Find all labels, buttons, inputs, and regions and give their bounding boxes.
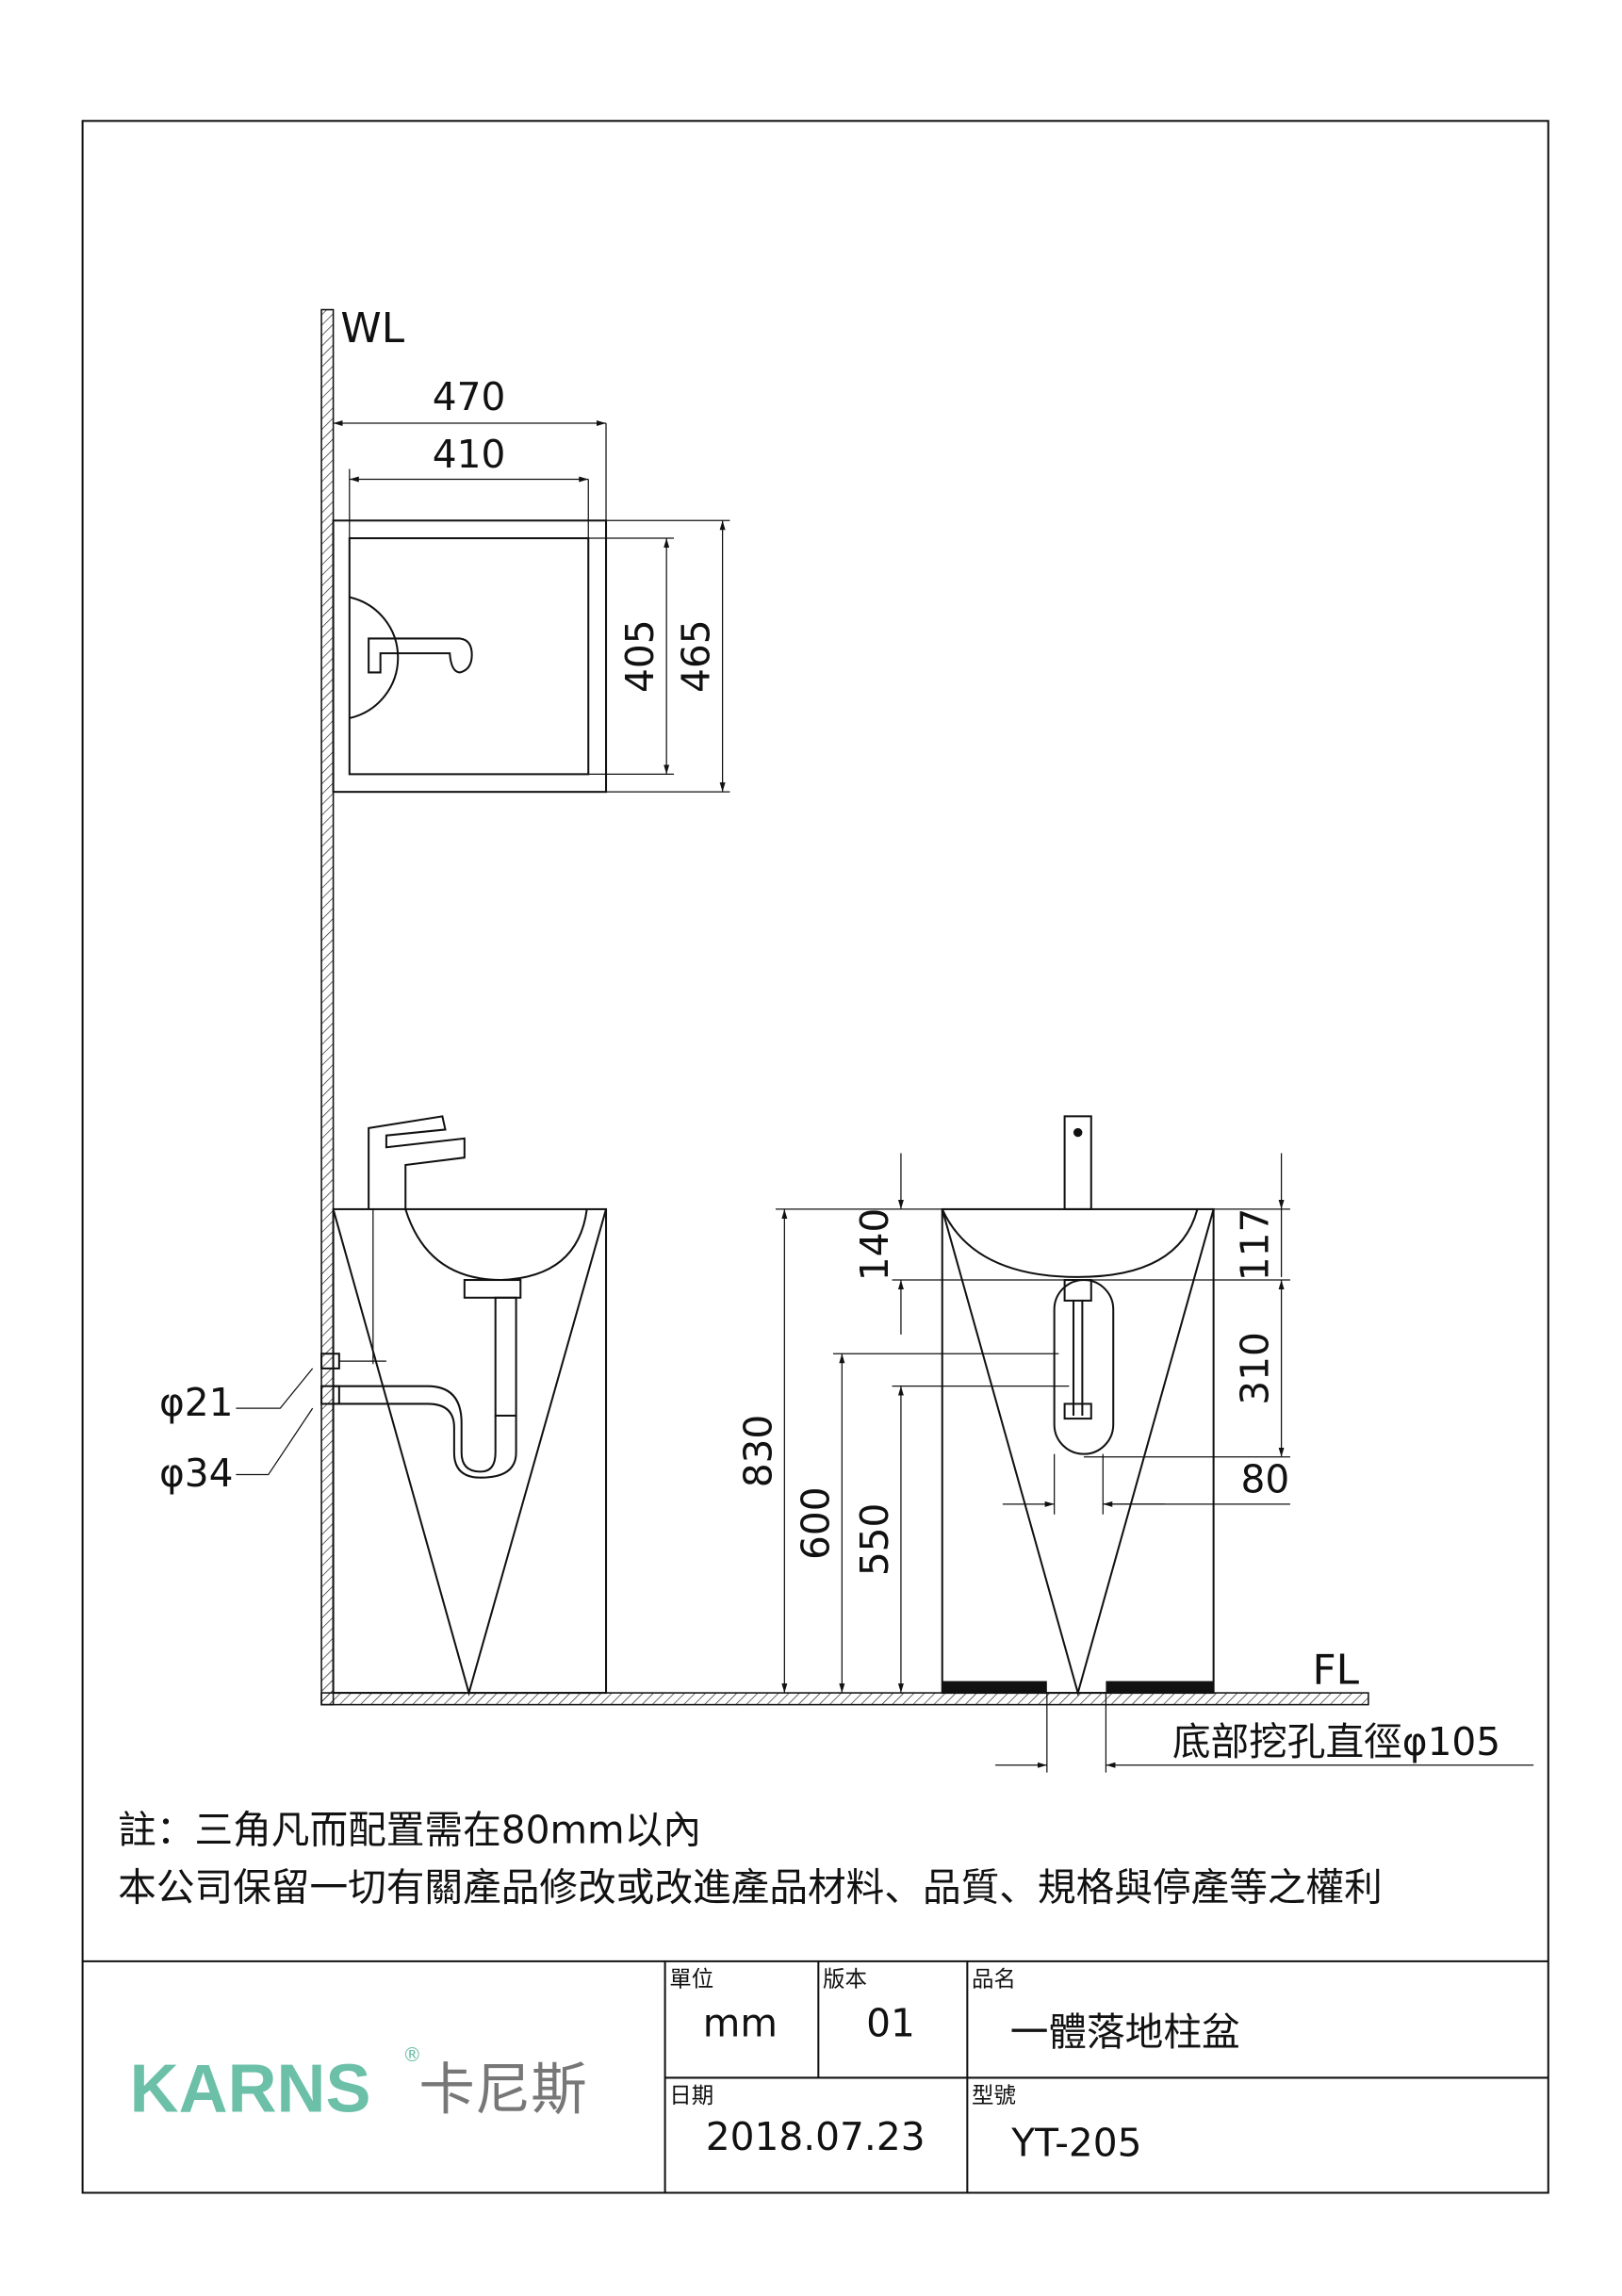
logo-text: KARNS — [130, 2051, 371, 2126]
version-value: 01 — [866, 2001, 915, 2046]
wall — [320, 308, 335, 1706]
unit-value: mm — [703, 2001, 778, 2046]
note-line-2: 本公司保留一切有關產品修改或改進產品材料、品質、規格與停產等之權利 — [118, 1865, 1383, 1911]
side-view — [236, 1115, 608, 1697]
top-view — [332, 420, 730, 794]
frame-border — [81, 120, 1549, 2194]
dim-410: 410 — [433, 432, 506, 477]
note-line-1: 註：三角凡而配置需在80mm以內 — [118, 1808, 701, 1853]
model-label: 型號 — [972, 2082, 1016, 2108]
logo-chinese: 卡尼斯 — [418, 2058, 586, 2123]
floor — [320, 1692, 1369, 1706]
dim-140: 140 — [852, 1208, 897, 1282]
wall-label: WL — [340, 304, 404, 353]
dim-465: 465 — [674, 619, 719, 693]
version-label: 版本 — [823, 1965, 867, 1992]
name-label: 品名 — [972, 1965, 1016, 1992]
dim-470: 470 — [433, 374, 506, 419]
date-value: 2018.07.23 — [706, 2114, 926, 2159]
dim-550: 550 — [852, 1503, 897, 1577]
floor-label: FL — [1312, 1647, 1359, 1695]
pipe-21-label: φ21 — [159, 1380, 234, 1425]
dim-405: 405 — [617, 619, 663, 693]
dim-830: 830 — [735, 1415, 780, 1488]
name-value: 一體落地柱盆 — [1010, 2009, 1240, 2055]
title-block — [82, 1960, 1548, 2193]
floor-hole-label: 底部挖孔直徑φ105 — [1172, 1719, 1500, 1764]
front-view — [775, 1115, 1534, 1773]
logo-registered: ® — [402, 2043, 421, 2066]
pipe-34-label: φ34 — [159, 1451, 234, 1496]
dim-310: 310 — [1233, 1332, 1278, 1405]
dim-117: 117 — [1233, 1208, 1278, 1282]
dim-80: 80 — [1241, 1456, 1290, 1501]
dim-600: 600 — [793, 1486, 838, 1560]
model-value: YT-205 — [1010, 2120, 1141, 2165]
date-label: 日期 — [669, 2082, 713, 2108]
unit-label: 單位 — [669, 1965, 713, 1992]
